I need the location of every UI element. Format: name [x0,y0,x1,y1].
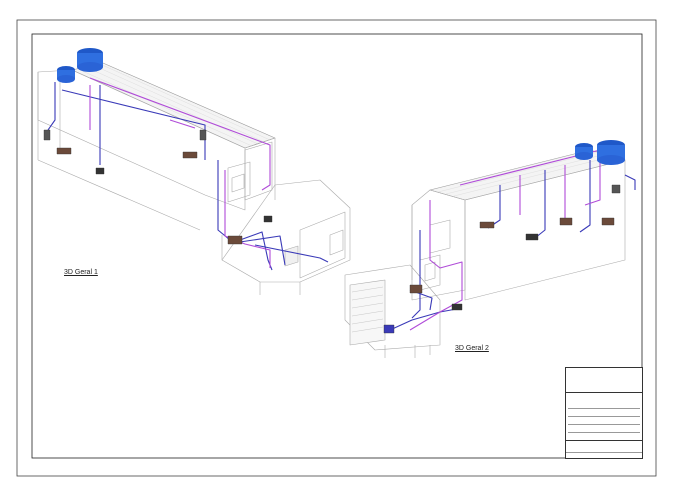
water-tank-icon [77,48,103,72]
outer-border [16,19,657,477]
view-label-3d-geral-2: 3D Geral 2 [455,345,489,352]
water-tank-icon [597,140,625,165]
water-tank-icon [57,66,75,83]
view-3d-geral-2 [344,140,636,358]
water-tank-icon [575,143,593,160]
title-block-row [568,424,640,431]
fixture-icon [43,129,273,245]
title-block-row [568,432,640,439]
title-block-row [568,408,640,415]
view-label-3d-geral-1: 3D Geral 1 [64,269,98,276]
fixture-icon [383,184,621,334]
title-block-row [568,416,640,423]
title-block [565,367,643,459]
roof-slab-2 [429,149,626,201]
inner-border [31,33,643,459]
view-3d-geral-1 [37,48,351,295]
